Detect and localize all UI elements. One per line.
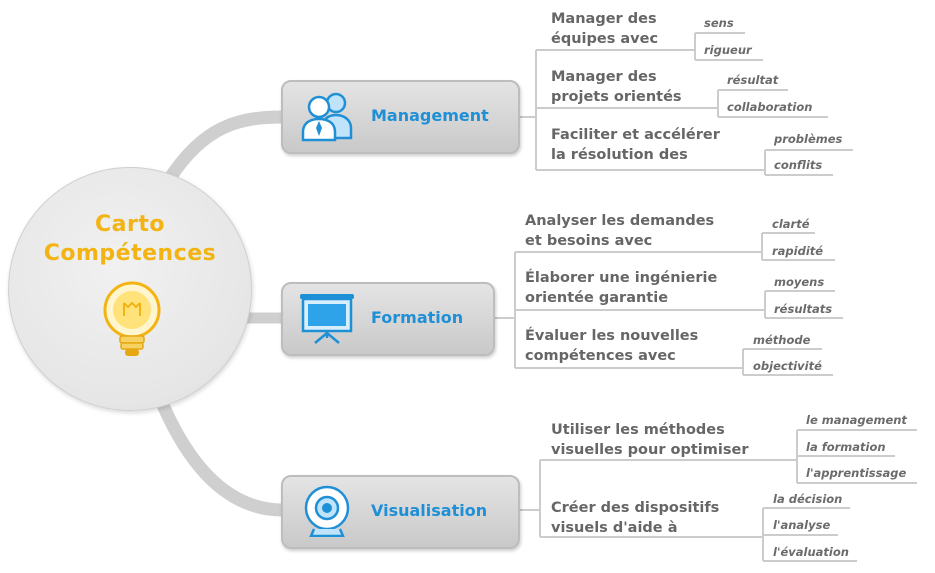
connector-visualisation xyxy=(153,391,290,517)
leaf-sens[interactable]: sens xyxy=(704,16,734,30)
subtopic-line1: Créer des dispositifs xyxy=(551,500,720,516)
connector-visu-sub1 xyxy=(540,429,917,484)
branch-label-management: Management xyxy=(371,106,489,125)
connector-visu-brackets xyxy=(518,460,541,537)
subtopic-line2: compétences avec xyxy=(525,348,676,364)
subtopic-line1: Faciliter et accélérer xyxy=(551,127,720,143)
subtopic-line2: visuels d'aide à xyxy=(551,520,678,536)
leaf-conflits[interactable]: conflits xyxy=(774,158,823,172)
subtopic-analyser-demandes[interactable]: Analyser les demandes et besoins avec xyxy=(525,211,714,251)
leaf-la-formation[interactable]: la formation xyxy=(806,440,886,454)
presentation-board-icon xyxy=(300,294,354,344)
subtopic-creer-dispositifs[interactable]: Créer des dispositifs visuels d'aide à xyxy=(551,498,719,538)
connector-form-brackets xyxy=(493,252,516,368)
subtopic-line2: projets orientés xyxy=(551,89,682,105)
branch-label-visualisation: Visualisation xyxy=(371,501,488,520)
subtopic-faciliter-resolution[interactable]: Faciliter et accélérer la résolution des xyxy=(551,125,720,165)
subtopic-manager-equipes[interactable]: Manager des équipes avec xyxy=(551,9,658,49)
subtopic-line2: visuelles pour optimiser xyxy=(551,442,749,458)
users-icon xyxy=(301,92,353,142)
central-title-line2: Compétences xyxy=(43,241,217,266)
connector-mgmt-brackets xyxy=(518,50,537,170)
branch-management[interactable]: Management xyxy=(281,80,520,154)
subtopic-line2: et besoins avec xyxy=(525,233,653,249)
connector-management xyxy=(163,110,290,185)
leaf-problemes[interactable]: problèmes xyxy=(774,132,843,146)
subtopic-manager-projets[interactable]: Manager des projets orientés xyxy=(551,67,682,107)
leaf-methode[interactable]: méthode xyxy=(753,333,811,347)
lightbulb-icon xyxy=(103,281,161,356)
leaf-objectivite[interactable]: objectivité xyxy=(753,359,822,373)
subtopic-line1: Manager des xyxy=(551,69,657,85)
connector-mgmt-sub1 xyxy=(536,32,763,61)
subtopic-utiliser-methodes[interactable]: Utiliser les méthodes visuelles pour opt… xyxy=(551,420,748,460)
central-title-line1: Carto xyxy=(95,212,165,237)
leaf-resultat[interactable]: résultat xyxy=(727,73,779,87)
connector-form-sub1 xyxy=(515,232,835,261)
leaf-la-decision[interactable]: la décision xyxy=(773,492,843,506)
leaf-moyens[interactable]: moyens xyxy=(774,275,825,289)
leaf-l-evaluation[interactable]: l'évaluation xyxy=(773,545,849,559)
subtopic-line1: Élaborer une ingénierie xyxy=(525,270,718,286)
subtopic-line1: Utiliser les méthodes xyxy=(551,422,725,438)
subtopic-line2: la résolution des xyxy=(551,147,688,163)
webcam-icon xyxy=(304,485,350,537)
connector-visu-sub2 xyxy=(540,507,857,562)
connector-mgmt-sub2 xyxy=(536,89,828,118)
central-topic[interactable]: Carto Compétences xyxy=(8,167,252,411)
subtopic-line2: équipes avec xyxy=(551,31,659,47)
subtopic-line1: Évaluer les nouvelles xyxy=(525,328,699,344)
connector-form-sub3 xyxy=(515,348,833,376)
leaf-le-management[interactable]: le management xyxy=(806,413,907,427)
branch-label-formation: Formation xyxy=(371,308,464,327)
connector-form-sub2 xyxy=(515,290,843,319)
connector-mgmt-sub3 xyxy=(536,149,853,176)
subtopic-line1: Analyser les demandes xyxy=(525,213,715,229)
subtopic-line2: orientée garantie xyxy=(525,290,669,306)
branch-formation[interactable]: Formation xyxy=(281,282,495,356)
subtopic-line1: Manager des xyxy=(551,11,657,27)
leaf-rigueur[interactable]: rigueur xyxy=(704,43,752,57)
branch-visualisation[interactable]: Visualisation xyxy=(281,475,520,549)
subtopic-evaluer-competences[interactable]: Évaluer les nouvelles compétences avec xyxy=(525,326,698,366)
leaf-resultats[interactable]: résultats xyxy=(774,302,833,316)
leaf-l-analyse[interactable]: l'analyse xyxy=(773,518,831,532)
subtopic-elaborer-ingenierie[interactable]: Élaborer une ingénierie orientée garanti… xyxy=(525,268,717,308)
leaf-clarte[interactable]: clarté xyxy=(772,217,810,231)
leaf-l-apprentissage[interactable]: l'apprentissage xyxy=(806,466,907,480)
leaf-collaboration[interactable]: collaboration xyxy=(727,100,813,114)
leaf-rapidite[interactable]: rapidité xyxy=(772,244,824,258)
